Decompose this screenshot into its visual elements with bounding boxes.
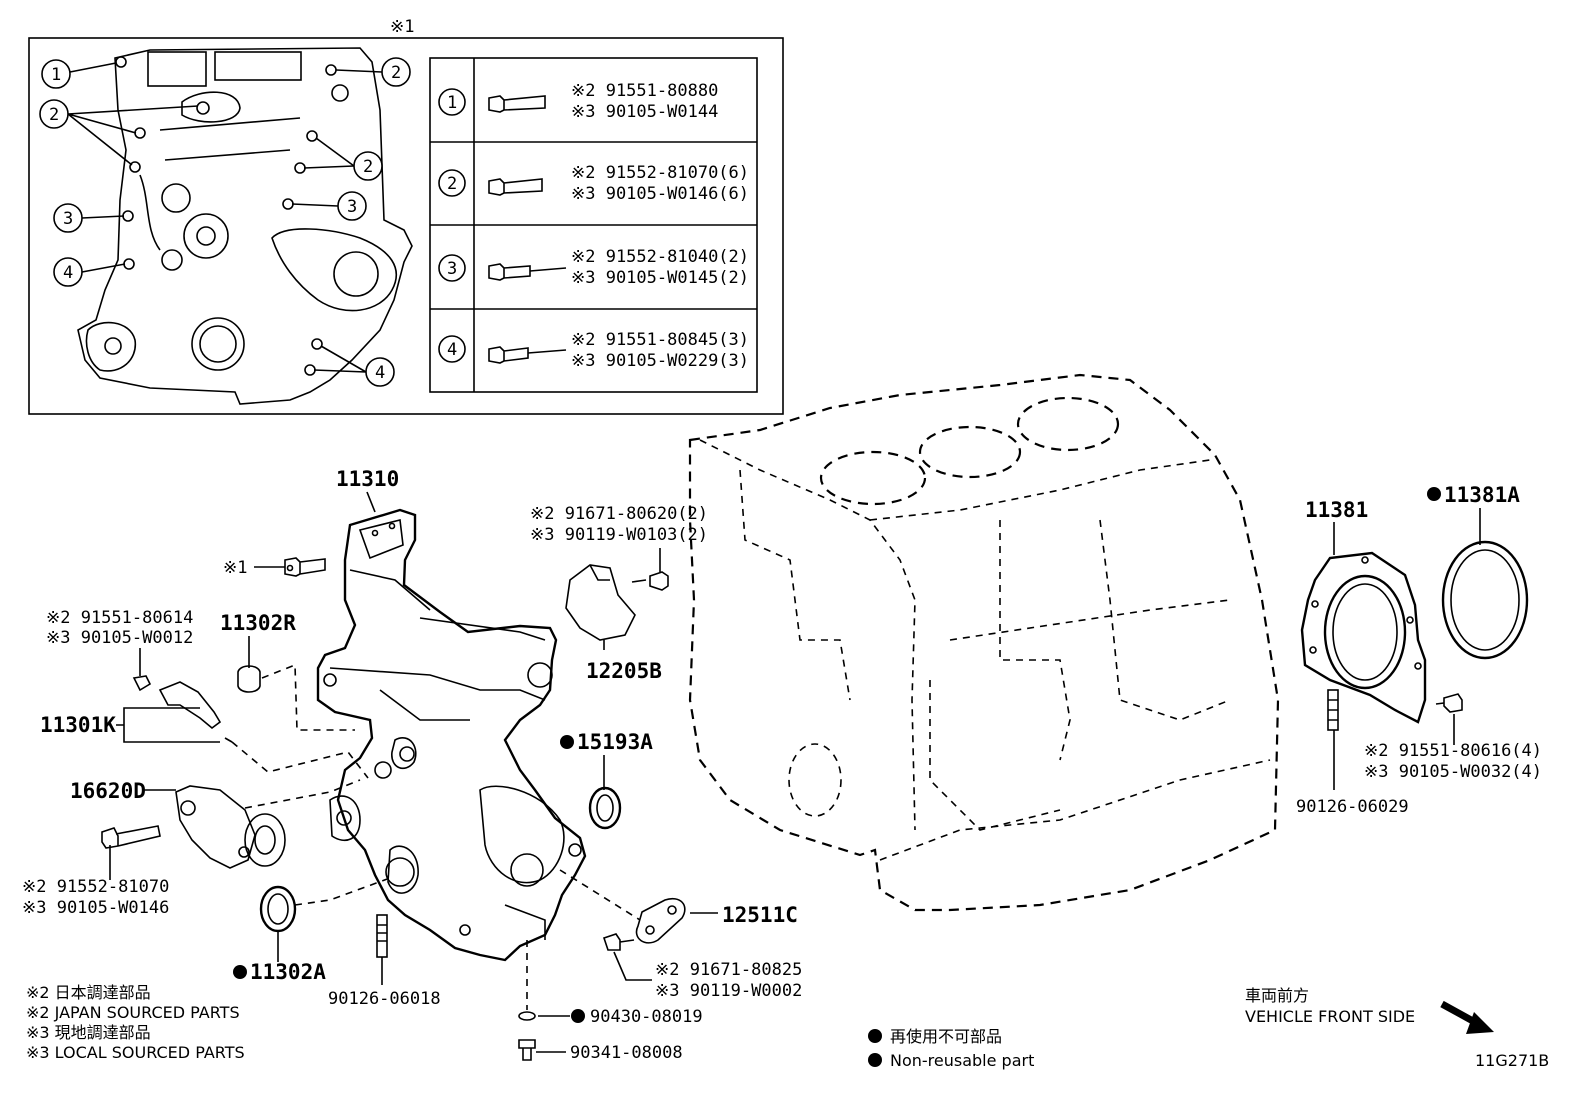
tensioner-16620D: 16620D ※2 91552-81070 ※3 90105-W0146 xyxy=(22,779,361,918)
bolt-row-4: 4 ※2 91551-80845(3) ※3 90105-W0229(3) xyxy=(438,330,749,371)
bolt-row-1: 1 ※2 91551-80880 ※3 90105-W0144 xyxy=(438,81,718,122)
legend-nonreusable-jp: 再使用不可部品 xyxy=(890,1027,1002,1046)
row-3-line1: ※2 91552-81040(2) xyxy=(571,247,749,267)
inset-callouts: 1 2 2 2 3 3 4 4 xyxy=(39,57,411,387)
row-1-line1: ※2 91551-80880 xyxy=(571,81,718,101)
bolt-row-3: 3 ※2 91552-81040(2) ※3 90105-W0145(2) xyxy=(438,247,749,288)
label-tens-l1: ※2 91552-81070 xyxy=(22,877,169,897)
label-cam-l2: ※3 90119-W0103(2) xyxy=(530,525,708,545)
label-16620D: 16620D xyxy=(70,779,146,803)
label-11301K: 11301K xyxy=(40,713,116,737)
callout-4-right-label: 4 xyxy=(375,363,385,383)
label-plate-l1: ※2 91671-80825 xyxy=(655,960,802,980)
plug-11302R: 11302R xyxy=(220,611,355,731)
seal-15193A: 15193A xyxy=(560,730,653,830)
callout-1 xyxy=(41,59,71,89)
row-1-number: 1 xyxy=(447,93,457,113)
nonreusable-legend: 再使用不可部品 Non-reusable part xyxy=(868,1027,1034,1070)
row-1-line2: ※3 90105-W0144 xyxy=(571,102,718,122)
callout-2-left-label: 2 xyxy=(49,105,59,125)
timing-chain-cover: 11310 xyxy=(316,467,587,962)
label-ret-l2: ※3 90105-W0032(4) xyxy=(1364,762,1542,782)
vehicle-front-indicator: 車両前方 VEHICLE FRONT SIDE xyxy=(1245,986,1494,1034)
legend-local-source: ※3 現地調達部品 xyxy=(26,1023,151,1042)
callout-3-left-label: 3 xyxy=(63,209,73,229)
bolt-marker-1: ※1 xyxy=(223,557,326,578)
figure-id: 11G271B xyxy=(1475,1051,1549,1070)
label-90126-06018: 90126-06018 xyxy=(328,989,441,1009)
label-11310: 11310 xyxy=(336,467,399,491)
label-11302A: 11302A xyxy=(250,960,326,984)
label-90341-08008: 90341-08008 xyxy=(570,1043,683,1063)
sensor-11301K: ※2 91551-80614 ※3 90105-W0012 11301K xyxy=(40,608,369,779)
seal-11302A: 11302A xyxy=(233,877,391,984)
callout-3-right-label: 3 xyxy=(347,197,357,217)
legend-local-source-en: ※3 LOCAL SOURCED PARTS xyxy=(26,1043,245,1062)
row-2-line1: ※2 91552-81070(6) xyxy=(571,163,749,183)
row-4-line1: ※2 91551-80845(3) xyxy=(571,330,749,350)
front-label-jp: 車両前方 xyxy=(1245,986,1309,1005)
row-3-number: 3 xyxy=(447,259,457,279)
label-90430-08019: 90430-08019 xyxy=(590,1007,703,1027)
inset-marker: ※1 xyxy=(390,17,414,37)
label-11302R: 11302R xyxy=(220,611,296,635)
cylinder-block-outline xyxy=(688,373,1280,912)
inset-panel: ※1 xyxy=(28,17,784,415)
bracket-12205B: ※2 91671-80620(2) ※3 90119-W0103(2) 1220… xyxy=(530,504,708,683)
label-11381A: 11381A xyxy=(1444,483,1520,507)
callout-4-left-label: 4 xyxy=(63,263,73,283)
callout-1-label: 1 xyxy=(51,65,61,85)
label-sensor-l1: ※2 91551-80614 xyxy=(46,608,193,628)
retainer-11381: 11381 90126-06029 ※2 91551-80616(4) ※3 9… xyxy=(1296,498,1542,817)
row-2-number: 2 xyxy=(447,174,457,194)
nonreusable-dot-icon xyxy=(868,1029,882,1043)
label-bolt-1: ※1 xyxy=(223,558,247,578)
bolt-row-2: 2 ※2 91552-81070(6) ※3 90105-W0146(6) xyxy=(438,163,749,204)
label-cam-l1: ※2 91671-80620(2) xyxy=(530,504,708,524)
row-3-line2: ※3 90105-W0145(2) xyxy=(571,268,749,288)
stud-90126-06018: 90126-06018 xyxy=(328,914,441,1009)
legend-jp-source-en: ※2 JAPAN SOURCED PARTS xyxy=(26,1003,240,1022)
label-plate-l2: ※3 90119-W0002 xyxy=(655,981,802,1001)
front-arrow-icon xyxy=(1440,1000,1494,1034)
label-15193A: 15193A xyxy=(577,730,653,754)
drain-plug-group: 90430-08019 90341-08008 xyxy=(518,940,703,1063)
row-4-line2: ※3 90105-W0229(3) xyxy=(571,351,749,371)
bolt-table: 1 ※2 91551-80880 ※3 90105-W0144 2 ※2 915… xyxy=(429,57,758,393)
front-label-en: VEHICLE FRONT SIDE xyxy=(1245,1007,1415,1026)
plate-12511C: 12511C ※2 91671-80825 ※3 90119-W0002 xyxy=(559,869,802,1001)
sourcing-legend: ※2 日本調達部品 ※2 JAPAN SOURCED PARTS ※3 現地調達… xyxy=(26,983,245,1062)
callout-2-right-label: 2 xyxy=(363,157,373,177)
label-sensor-l2: ※3 90105-W0012 xyxy=(46,628,193,648)
label-ret-l1: ※2 91551-80616(4) xyxy=(1364,741,1542,761)
row-4-number: 4 xyxy=(447,340,457,360)
callout-2-top-label: 2 xyxy=(391,63,401,83)
legend-nonreusable-en: Non-reusable part xyxy=(890,1051,1034,1070)
row-2-line2: ※3 90105-W0146(6) xyxy=(571,184,749,204)
label-90126-06029: 90126-06029 xyxy=(1296,797,1409,817)
label-12205B: 12205B xyxy=(586,659,662,683)
seal-11381A: 11381A xyxy=(1427,483,1529,660)
nonreusable-dot-icon-2 xyxy=(868,1053,882,1067)
label-tens-l2: ※3 90105-W0146 xyxy=(22,898,169,918)
label-11381: 11381 xyxy=(1305,498,1368,522)
label-12511C: 12511C xyxy=(722,903,798,927)
legend-jp-source: ※2 日本調達部品 xyxy=(26,983,151,1002)
inset-timing-cover xyxy=(77,47,413,405)
